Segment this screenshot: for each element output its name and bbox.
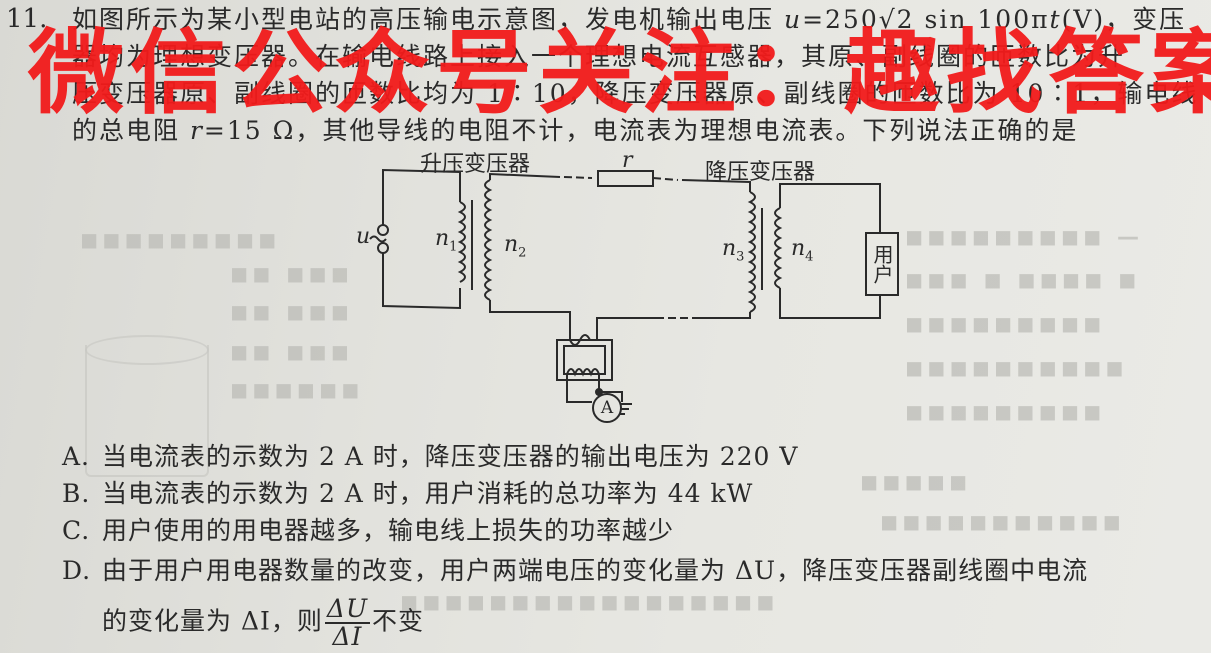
option-c[interactable]: C. 用户使用的用电器越多，输电线上损失的功率越少 [62, 514, 674, 548]
bleed-through-text: ◼◼◼◼◼◼◼◼◼◼ [905, 356, 1128, 381]
bleed-through-text: ◼◼◼◼◼◼◼◼◼ — [905, 225, 1144, 250]
fraction-numerator: ΔU [324, 594, 371, 624]
step-down-transformer-label: 降压变压器 [705, 160, 816, 185]
bleed-through-text: ◼◼◼◼◼ [860, 470, 972, 495]
bleed-through-text: ◼◼◼◼◼◼◼◼◼◼◼ [880, 510, 1125, 535]
option-key: B. [62, 479, 91, 508]
user-load-box: 用户 [865, 232, 899, 296]
stem-text: =15 Ω，其他导线的电阻不计，电流表为理想电流表。下列说法正确的是 [203, 116, 1079, 145]
circuit-diagram: 升压变压器 降压变压器 r u n1 n2 n3 n4 用户 A [356, 140, 920, 440]
option-a[interactable]: A. 当电流表的示数为 2 A 时，降压变压器的输出电压为 220 V [62, 440, 798, 474]
coil-n1-label: n1 [435, 226, 458, 255]
stem-text: 如图所示为某小型电站的高压输电示意图，发电机输出电压 [72, 5, 784, 34]
bleed-through-text: ◼◼ ◼◼◼ [230, 340, 353, 365]
option-d[interactable]: D. 由于用户用电器数量的改变，用户两端电压的变化量为 ΔU，降压变压器副线圈中电… [62, 554, 1088, 588]
watermark-overlay: 微信公众号关注：趣找答案 [28, 19, 1211, 127]
source-voltage-label: u [356, 224, 371, 249]
question-stem-line-1: 如图所示为某小型电站的高压输电示意图，发电机输出电压 u=250√2 sin 1… [72, 4, 1186, 36]
question-number: 11. [6, 4, 48, 34]
option-key: D. [62, 556, 92, 585]
coil-n4-label: n4 [791, 236, 814, 265]
question-stem-line-4: 的总电阻 r=15 Ω，其他导线的电阻不计，电流表为理想电流表。下列说法正确的是 [72, 115, 1078, 147]
option-text: 的变化量为 ΔI，则 [102, 606, 323, 636]
voltage-variable: u [783, 5, 803, 34]
resistor-label: r [622, 148, 633, 173]
bleed-through-text: ◼◼◼ ◼ ◼◼◼◼ ◼ [905, 268, 1141, 293]
option-text: 当电流表的示数为 2 A 时，降压变压器的输出电压为 220 V [102, 442, 799, 471]
ammeter-icon: A [592, 393, 622, 423]
bleed-through-text: ◼◼ ◼◼◼ [230, 262, 353, 287]
time-variable: t [1049, 5, 1062, 34]
stem-text: 的总电阻 [72, 116, 190, 145]
stem-text: =250√2 sin 100π [802, 5, 1050, 34]
option-text: 由于用户用电器数量的改变，用户两端电压的变化量为 ΔU，降压变压器副线圈中电流 [102, 556, 1089, 585]
bleed-through-text: ◼◼◼◼◼◼◼◼◼◼◼◼◼◼◼◼◼ [400, 590, 779, 615]
bleed-through-text: ◼◼◼◼◼◼◼◼◼ [905, 312, 1106, 337]
bleed-through-beaker [85, 345, 209, 477]
option-text: 用户使用的用电器越多，输电线上损失的功率越少 [102, 516, 675, 545]
fraction-denominator: ΔI [332, 622, 363, 651]
coil-n3-label: n3 [722, 236, 745, 265]
option-key: A. [62, 442, 91, 471]
option-key: C. [62, 516, 91, 545]
resistance-variable: r [189, 116, 204, 145]
option-b[interactable]: B. 当电流表的示数为 2 A 时，用户消耗的总功率为 44 kW [62, 477, 753, 511]
option-text: 当电流表的示数为 2 A 时，用户消耗的总功率为 44 kW [102, 479, 754, 508]
question-stem-line-2: 器均为理想变压器。在输电线路上接入一个理想电流互感器，其原、副线圈的匝数比为升 [72, 42, 1126, 71]
bleed-through-text: ◼◼◼◼◼◼◼◼◼ [905, 400, 1106, 425]
bleed-through-text: ◼◼ ◼◼◼ [230, 300, 353, 325]
bleed-through-text: ◼◼◼◼◼◼ [230, 378, 364, 403]
stem-text: (V)，变压 [1061, 5, 1187, 34]
circuit-wiring [369, 168, 881, 415]
option-text: 不变 [372, 606, 425, 636]
step-up-transformer-label: 升压变压器 [420, 152, 531, 177]
question-stem-line-3: 压变压器原、副线圈的匝数比均为 1∶10，降压变压器原、副线圈的匝数比为 10∶… [72, 79, 1199, 108]
bleed-through-text: ◼◼◼◼◼◼◼◼◼ [80, 228, 281, 253]
coil-n2-label: n2 [504, 232, 527, 261]
